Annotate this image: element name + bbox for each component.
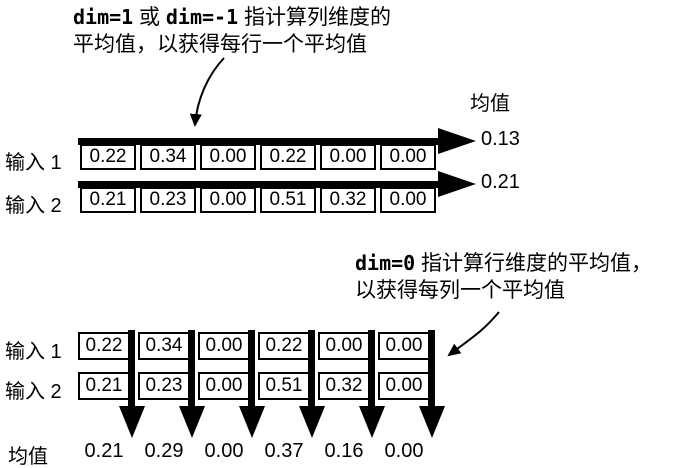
code-dim1: dim=1 [73, 5, 134, 29]
top-row2-label: 输入 2 [5, 195, 62, 217]
matrix-cell: 0.22 [78, 332, 130, 360]
bottom-annotation: dim=0 指计算行维度的平均值， 以获得每列一个平均值 [355, 250, 652, 304]
bottom-row1-label: 输入 1 [5, 341, 62, 363]
matrix-cell: 0.32 [320, 187, 376, 213]
code-dim0: dim=0 [355, 251, 416, 275]
col4-mean-arrow-shaft [308, 330, 315, 406]
col2-mean-value: 0.29 [144, 440, 184, 462]
top-row1-cells: 0.22 0.34 0.00 0.22 0.00 0.00 [80, 144, 436, 170]
col3-mean-arrow-shaft [248, 330, 255, 406]
col3-mean-arrowhead-icon [239, 406, 265, 438]
matrix-cell: 0.22 [258, 332, 310, 360]
bottom-annotation-line2: 以获得每列一个平均值 [355, 279, 565, 302]
matrix-cell: 0.21 [78, 372, 130, 400]
col3-mean-value: 0.00 [204, 440, 244, 462]
row2-mean-arrowhead-icon [438, 171, 476, 197]
matrix-cell: 0.34 [138, 332, 190, 360]
col5-mean-value: 0.16 [324, 440, 364, 462]
row1-mean-arrow-shaft [78, 138, 440, 145]
top-row2-cells: 0.21 0.23 0.00 0.51 0.32 0.00 [80, 187, 436, 213]
matrix-cell: 0.00 [378, 332, 430, 360]
col2-mean-arrowhead-icon [179, 406, 205, 438]
matrix-cell: 0.00 [380, 187, 436, 213]
row2-mean-value: 0.21 [481, 171, 520, 193]
matrix-cell: 0.22 [260, 144, 316, 170]
top-annotation-line2: 平均值，以获得每行一个平均值 [73, 33, 367, 56]
matrix-cell: 0.51 [258, 372, 310, 400]
bottom-annotation-line1: dim=0 指计算行维度的平均值， [355, 251, 653, 275]
col5-mean-arrow-shaft [368, 330, 375, 406]
matrix-cell: 0.00 [378, 372, 430, 400]
matrix-cell: 0.00 [380, 144, 436, 170]
col2-mean-arrow-shaft [188, 330, 195, 406]
matrix-cell: 0.00 [318, 332, 370, 360]
col4-mean-value: 0.37 [264, 440, 304, 462]
top-row1-label: 输入 1 [5, 152, 62, 174]
col6-mean-value: 0.00 [384, 440, 424, 462]
mean-column-header: 均值 [470, 93, 510, 115]
matrix-cell: 0.51 [260, 187, 316, 213]
row2-mean-arrow-shaft [78, 181, 440, 188]
col1-mean-arrowhead-icon [119, 406, 145, 438]
col1-mean-arrow-shaft [128, 330, 135, 406]
matrix-cell: 0.32 [318, 372, 370, 400]
matrix-cell: 0.00 [200, 144, 256, 170]
mean-row-label: 均值 [8, 446, 48, 468]
row1-mean-arrowhead-icon [438, 128, 476, 154]
matrix-cell: 0.00 [198, 372, 250, 400]
matrix-cell: 0.00 [198, 332, 250, 360]
code-dim-neg1: dim=-1 [165, 5, 239, 29]
matrix-cell: 0.23 [138, 372, 190, 400]
col1-mean-value: 0.21 [84, 440, 124, 462]
top-annotation-line1: dim=1 或 dim=-1 指计算列维度的 [73, 5, 391, 29]
top-annotation: dim=1 或 dim=-1 指计算列维度的 平均值，以获得每行一个平均值 [73, 4, 391, 58]
row1-mean-value: 0.13 [481, 128, 520, 150]
curved-arrow-icon [447, 311, 500, 357]
matrix-cell: 0.00 [200, 187, 256, 213]
col6-mean-arrowhead-icon [419, 406, 445, 438]
matrix-cell: 0.00 [320, 144, 376, 170]
col4-mean-arrowhead-icon [299, 406, 325, 438]
matrix-cell: 0.21 [80, 187, 136, 213]
matrix-cell: 0.23 [140, 187, 196, 213]
curved-arrow-icon [189, 57, 225, 127]
col5-mean-arrowhead-icon [359, 406, 385, 438]
col6-mean-arrow-shaft [428, 330, 435, 406]
matrix-cell: 0.34 [140, 144, 196, 170]
bottom-row2-label: 输入 2 [5, 381, 62, 403]
matrix-cell: 0.22 [80, 144, 136, 170]
